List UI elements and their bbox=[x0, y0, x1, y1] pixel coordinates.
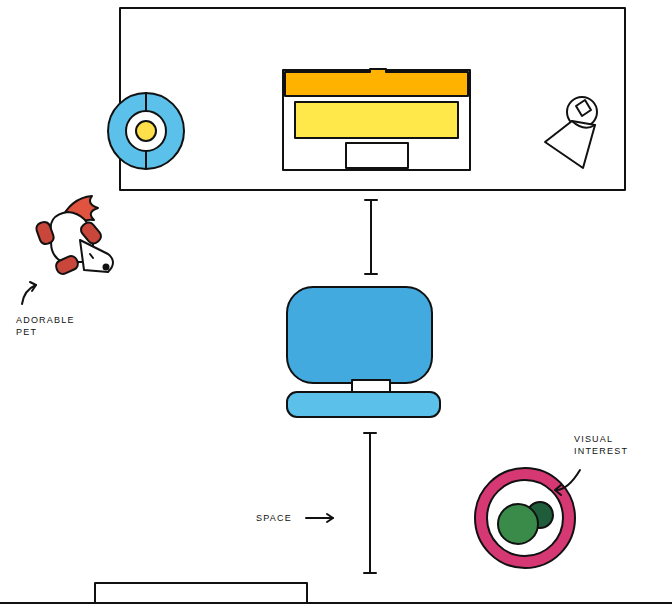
leader-arrow bbox=[555, 470, 580, 495]
laptop bbox=[283, 69, 470, 170]
dimension-line bbox=[365, 200, 377, 274]
plant bbox=[475, 468, 575, 568]
mug bbox=[108, 93, 184, 169]
callout-label: ADORABLE PET bbox=[16, 314, 82, 338]
leader-arrow bbox=[22, 282, 36, 304]
dog bbox=[35, 196, 113, 276]
desk bbox=[120, 8, 625, 190]
callout-label: VISUAL INTEREST bbox=[574, 433, 640, 457]
callout-label: SPACE bbox=[256, 512, 304, 524]
wall bbox=[0, 583, 672, 603]
desk-lamp bbox=[545, 97, 597, 168]
dimension-line bbox=[364, 433, 376, 573]
chair bbox=[287, 287, 440, 417]
leader-arrow bbox=[306, 514, 333, 522]
